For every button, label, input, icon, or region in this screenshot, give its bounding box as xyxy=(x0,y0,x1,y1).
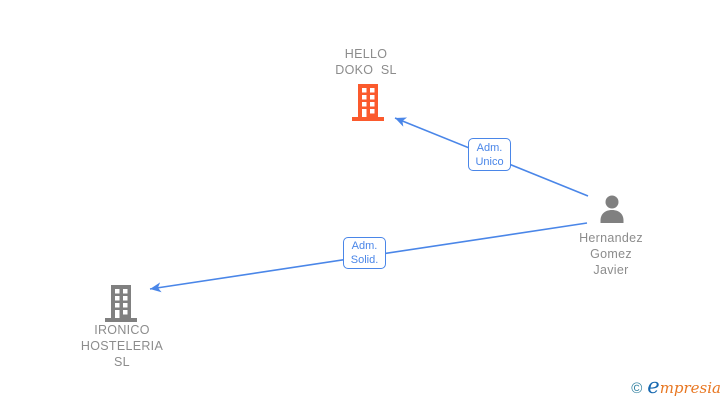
company-name-line: HOSTELERIA xyxy=(80,339,164,353)
brand-initial: e xyxy=(647,374,660,398)
person-icon[interactable] xyxy=(594,192,630,230)
company-name-line: IRONICO xyxy=(94,323,150,337)
person-name-line: Gomez xyxy=(590,247,632,261)
empresia-logo: © e mpresia xyxy=(631,374,721,398)
brand-text: mpresia xyxy=(659,379,721,397)
node-label-hernandez-gomez-javier[interactable]: Hernandez Gomez Javier xyxy=(541,230,681,278)
person-name-line: Hernandez xyxy=(579,231,643,245)
building-icon[interactable] xyxy=(103,285,139,323)
edge-label-line: Adm. xyxy=(476,141,503,154)
edge-label-line: Solid. xyxy=(350,254,379,266)
person-name-line: Javier xyxy=(593,263,629,277)
building-icon[interactable] xyxy=(350,84,386,122)
company-name-line: HELLO xyxy=(344,47,388,61)
node-label-hello-doko-sl[interactable]: HELLO DOKO SL xyxy=(296,46,436,78)
company-name-line: SL xyxy=(114,355,130,369)
edge-label-adm-solid: Adm. Solid. xyxy=(343,237,386,269)
node-label-ironico-hosteleria-sl[interactable]: IRONICO HOSTELERIA SL xyxy=(52,322,192,370)
copyright-icon: © xyxy=(631,380,643,397)
edge-label-adm-unico: Adm. Unico xyxy=(468,138,511,171)
company-name-line: DOKO SL xyxy=(335,63,397,77)
edge-label-line: Unico xyxy=(475,155,504,168)
edge-label-line: Adm. xyxy=(351,240,378,252)
